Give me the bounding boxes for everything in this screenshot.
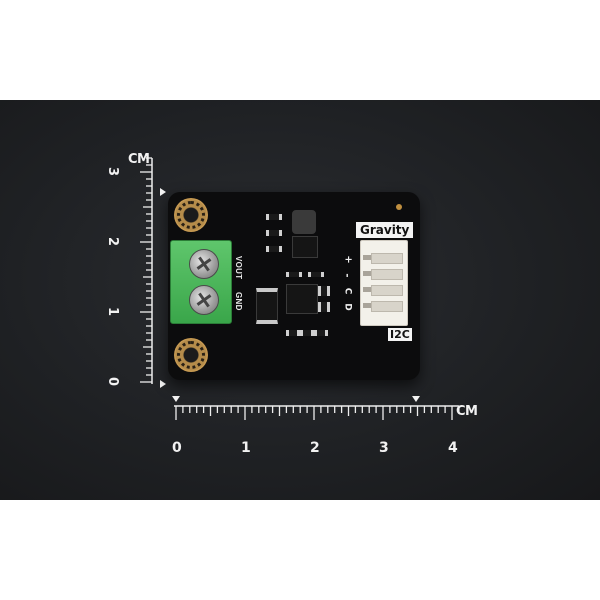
horizontal-ruler-number-2: 2 xyxy=(310,440,320,456)
screw-terminal xyxy=(170,240,232,324)
connector-pin-label-c: C xyxy=(342,287,353,295)
connector-pin-label-plus: + xyxy=(342,255,354,264)
vertical-ruler-number-1: 1 xyxy=(105,306,121,317)
connector-slot-2 xyxy=(371,269,403,280)
mount-hole-top-left xyxy=(174,198,208,232)
connector-pin-1 xyxy=(363,255,371,260)
connector-slot-4 xyxy=(371,301,403,312)
capacitor-2 xyxy=(266,230,282,236)
vout-pin-label: VOUT xyxy=(234,256,243,280)
vertical-ruler-number-0: 0 xyxy=(105,376,121,387)
connector-pin-label-minus: - xyxy=(341,273,353,278)
connector-pin-label-d: D xyxy=(342,303,353,311)
resistor-5 xyxy=(286,330,300,336)
gravity-label: Gravity xyxy=(356,222,414,238)
adc-chip xyxy=(286,284,318,314)
capacitor-1 xyxy=(266,214,282,220)
resistor-2 xyxy=(308,272,324,277)
product-photo: CM 3 2 1 0 0 1 2 3 4 CM VOUT GND Gr xyxy=(0,100,600,500)
ruler-marker-triangle xyxy=(172,396,180,402)
horizontal-ruler-number-4: 4 xyxy=(448,440,458,456)
connector-pin-4 xyxy=(363,303,371,308)
vertical-ruler-number-3: 3 xyxy=(105,166,121,177)
resistor-1 xyxy=(286,272,302,277)
horizontal-ruler-unit: CM xyxy=(456,404,478,419)
resistor-4 xyxy=(318,302,330,312)
horizontal-ruler-number-3: 3 xyxy=(379,440,389,456)
diode-chip xyxy=(256,288,278,324)
inductor-chip xyxy=(292,210,316,234)
vertical-ruler-number-2: 2 xyxy=(105,236,121,247)
resistor-7 xyxy=(314,330,328,336)
resistor-6 xyxy=(300,330,314,336)
regulator-chip xyxy=(292,236,318,258)
mount-hole-bottom-left xyxy=(174,338,208,372)
capacitor-3 xyxy=(266,246,282,252)
sensor-board: VOUT GND Gravity + - C D xyxy=(168,192,420,380)
ruler-marker-triangle xyxy=(160,380,166,388)
connector-pin-2 xyxy=(363,271,371,276)
connector-pin-3 xyxy=(363,287,371,292)
i2c-label: I2C xyxy=(388,328,412,341)
connector-slot-1 xyxy=(371,253,403,264)
ruler-marker-triangle xyxy=(412,396,420,402)
terminal-screw-top xyxy=(189,249,219,279)
gravity-connector xyxy=(360,240,408,326)
resistor-3 xyxy=(318,286,330,296)
horizontal-ruler-number-1: 1 xyxy=(241,440,251,456)
horizontal-ruler-number-0: 0 xyxy=(172,440,182,456)
board-marker-dot xyxy=(396,204,402,210)
ruler-marker-triangle xyxy=(160,188,166,196)
vertical-ruler-unit: CM xyxy=(128,152,150,167)
terminal-screw-bottom xyxy=(189,285,219,315)
gnd-pin-label: GND xyxy=(234,292,243,311)
connector-slot-3 xyxy=(371,285,403,296)
ruler-graphics xyxy=(140,157,460,420)
